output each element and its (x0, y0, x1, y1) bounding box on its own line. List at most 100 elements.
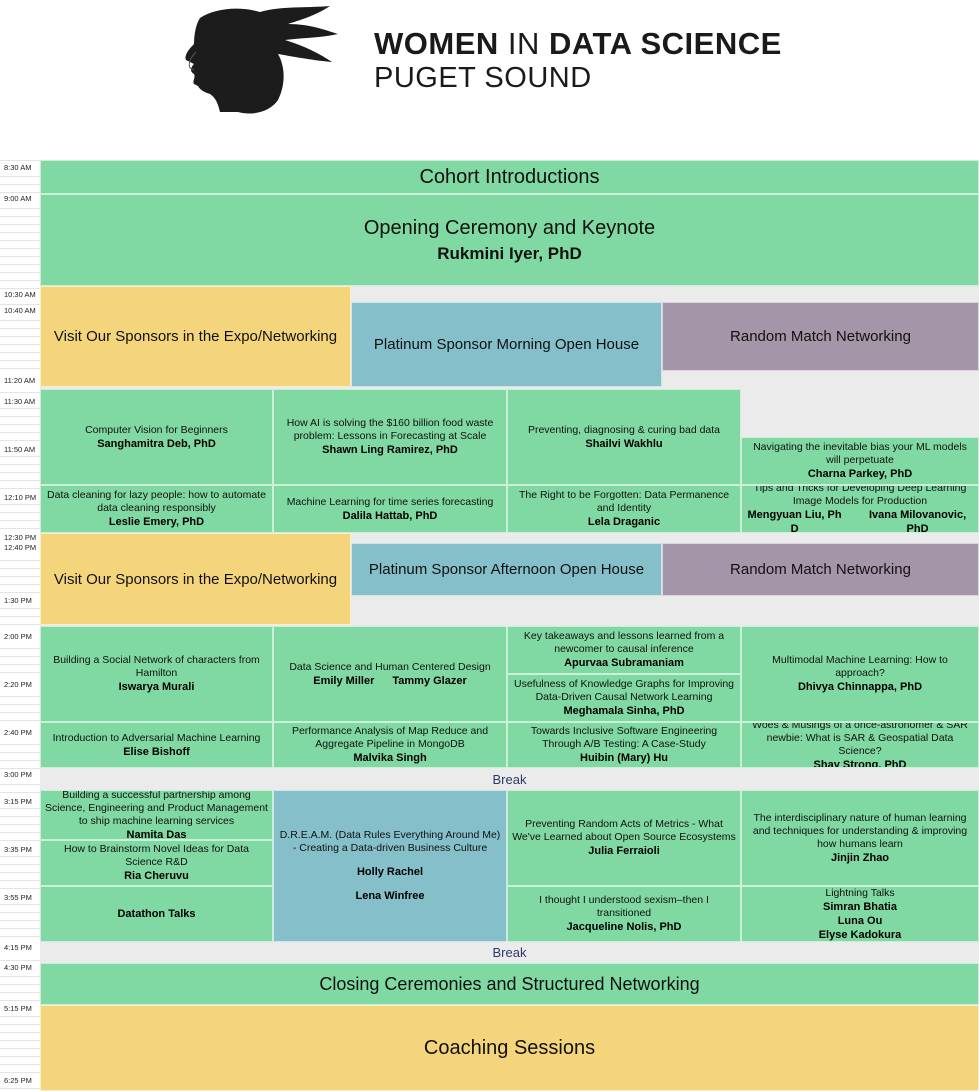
time-label: 3:35 PM (0, 845, 40, 855)
wids-logo: WOMEN IN DATA SCIENCE PUGET SOUND (160, 4, 810, 116)
random-match-afternoon[interactable]: Random Match Networking (662, 543, 979, 596)
talk-block[interactable]: Key takeaways and lessons learned from a… (507, 626, 741, 674)
talk-block[interactable]: Multimodal Machine Learning: How to appr… (741, 626, 979, 722)
talk-speaker: Meghamala Sinha, PhD (563, 705, 685, 717)
talk-title: Computer Vision for Beginners (85, 423, 228, 436)
talk-title: Data cleaning for lazy people: how to au… (47, 489, 266, 514)
talk-title: Introduction to Adversarial Machine Lear… (52, 731, 261, 744)
talk-speaker: Jinjin Zhao (830, 851, 890, 864)
talk-speaker: Elise Bishoff (123, 745, 190, 758)
talk-speaker: Jacqueline Nolis, PhD (566, 921, 682, 933)
talk-block[interactable]: The interdisciplinary nature of human le… (741, 790, 979, 886)
platinum-morning-open-house[interactable]: Platinum Sponsor Morning Open House (351, 302, 662, 387)
random-match-morning[interactable]: Random Match Networking (662, 302, 979, 371)
expo-networking-afternoon[interactable]: Visit Our Sponsors in the Expo/Networkin… (40, 533, 351, 625)
woman-silhouette-icon (185, 6, 338, 114)
logo-title: WOMEN IN DATA SCIENCE (374, 26, 782, 61)
talk-block[interactable]: Tips and Tricks for Developing Deep Lear… (741, 485, 979, 533)
time-label: 11:30 AM (0, 397, 40, 407)
talk-speaker: Shawn Ling Ramirez, PhD (322, 444, 458, 456)
time-label: 6:25 PM (0, 1076, 40, 1086)
talk-block[interactable]: Preventing, diagnosing & curing bad data… (507, 389, 741, 485)
talk-title: How to Brainstorm Novel Ideas for Data S… (64, 843, 249, 868)
talk-title: Preventing, diagnosing & curing bad data (527, 423, 721, 436)
talk-title: Data Science and Human Centered Design (289, 660, 491, 673)
talk-title: D.R.E.A.M. (Data Rules Everything Around… (279, 829, 501, 854)
block-title: Cohort Introductions (419, 165, 600, 188)
talk-speaker: Tammy Glazer (392, 674, 467, 687)
talk-block[interactable]: How AI is solving the $160 billion food … (273, 389, 507, 485)
talk-block[interactable]: Introduction to Adversarial Machine Lear… (40, 722, 273, 768)
talk-title: Building a Social Network of characters … (53, 654, 260, 679)
break-label: Break (492, 771, 527, 787)
talk-block[interactable]: Building a Social Network of characters … (40, 626, 273, 722)
opening-keynote-block[interactable]: Opening Ceremony and Keynote Rukmini Iye… (40, 194, 979, 286)
time-label: 4:15 PM (0, 943, 40, 953)
talk-block[interactable]: Datathon Talks (40, 886, 273, 942)
talk-speaker: Dalila Hattab, PhD (342, 509, 438, 522)
time-label: 12:40 PM (0, 543, 40, 553)
coaching-sessions-block[interactable]: Coaching Sessions (40, 1005, 979, 1091)
talk-block[interactable]: Towards Inclusive Software Engineering T… (507, 722, 741, 768)
talk-speaker: Simran Bhatia (823, 900, 897, 913)
talk-speaker: Huibin (Mary) Hu (580, 752, 668, 764)
platinum-afternoon-open-house[interactable]: Platinum Sponsor Afternoon Open House (351, 543, 662, 596)
block-title: Platinum Sponsor Morning Open House (373, 336, 640, 353)
talk-title: How AI is solving the $160 billion food … (286, 417, 494, 442)
closing-ceremonies-block[interactable]: Closing Ceremonies and Structured Networ… (40, 963, 979, 1005)
time-label: 2:40 PM (0, 728, 40, 738)
talk-block[interactable]: Usefulness of Knowledge Graphs for Impro… (507, 674, 741, 722)
block-title: Coaching Sessions (423, 1036, 596, 1059)
time-label: 2:20 PM (0, 680, 40, 690)
time-label: 11:50 AM (0, 445, 40, 455)
talk-block[interactable]: Data cleaning for lazy people: how to au… (40, 485, 273, 533)
talk-title: Performance Analysis of Map Reduce and A… (291, 725, 489, 750)
time-label: 8:30 AM (0, 163, 40, 173)
talk-speaker: Shailvi Wakhlu (585, 437, 663, 450)
talk-block[interactable]: Data Science and Human Centered Design E… (273, 626, 507, 722)
talk-block[interactable]: Navigating the inevitable bias your ML m… (741, 437, 979, 485)
talk-block[interactable]: Computer Vision for Beginners Sanghamitr… (40, 389, 273, 485)
keynote-speaker: Rukmini Iyer, PhD (437, 243, 582, 263)
block-title: Platinum Sponsor Afternoon Open House (368, 561, 645, 578)
talk-title: Woes & Musings of a once-astronomer & SA… (752, 722, 968, 757)
talk-block[interactable]: Performance Analysis of Map Reduce and A… (273, 722, 507, 768)
talk-block[interactable]: The Right to be Forgotten: Data Permanen… (507, 485, 741, 533)
time-label: 11:20 AM (0, 376, 40, 386)
talk-title: The interdisciplinary nature of human le… (752, 811, 968, 850)
talk-title: Usefulness of Knowledge Graphs for Impro… (513, 678, 735, 703)
time-label: 12:10 PM (0, 493, 40, 503)
talk-title: Towards Inclusive Software Engineering T… (530, 725, 718, 750)
cohort-introductions-block[interactable]: Cohort Introductions (40, 160, 979, 194)
talk-speaker: Holly Rachel (356, 866, 424, 878)
talk-speaker: Charna Parkey, PhD (807, 468, 913, 480)
talk-title: Multimodal Machine Learning: How to appr… (772, 654, 948, 679)
time-label: 3:55 PM (0, 893, 40, 903)
talk-speaker: Mengyuan Liu, Ph D (747, 509, 842, 533)
time-label: 1:30 PM (0, 596, 40, 606)
talk-block[interactable]: Preventing Random Acts of Metrics - What… (507, 790, 741, 886)
talk-block[interactable]: How to Brainstorm Novel Ideas for Data S… (40, 840, 273, 886)
talk-block[interactable]: Building a successful partnership among … (40, 790, 273, 840)
talk-block[interactable]: I thought I understood sexism–then I tra… (507, 886, 741, 942)
talk-block[interactable]: D.R.E.A.M. (Data Rules Everything Around… (273, 790, 507, 942)
time-label: 5:15 PM (0, 1004, 40, 1014)
time-label: 4:30 PM (0, 963, 40, 973)
talk-title: I thought I understood sexism–then I tra… (539, 894, 709, 919)
block-title: Closing Ceremonies and Structured Networ… (319, 973, 700, 994)
talk-speaker: Ivana Milovanovic, PhD (868, 509, 967, 533)
talk-speaker: Datathon Talks (117, 908, 196, 920)
talk-speaker: Dhivya Chinnappa, PhD (797, 681, 923, 693)
block-title: Visit Our Sponsors in the Expo/Networkin… (53, 570, 338, 588)
talk-speaker: Namita Das (126, 828, 187, 840)
talk-speaker: Apurvaa Subramaniam (564, 657, 684, 669)
block-title: Opening Ceremony and Keynote (363, 216, 656, 239)
talk-speaker: Lena Winfree (355, 890, 425, 902)
talk-block[interactable]: Lightning Talks Simran Bhatia Luna Ou El… (741, 886, 979, 942)
block-title: Random Match Networking (730, 561, 911, 578)
expo-networking-morning[interactable]: Visit Our Sponsors in the Expo/Networkin… (40, 286, 351, 387)
talk-title: Navigating the inevitable bias your ML m… (753, 441, 967, 466)
talk-block[interactable]: Machine Learning for time series forecas… (273, 485, 507, 533)
time-label: 3:15 PM (0, 797, 40, 807)
talk-block[interactable]: Woes & Musings of a once-astronomer & SA… (741, 722, 979, 768)
